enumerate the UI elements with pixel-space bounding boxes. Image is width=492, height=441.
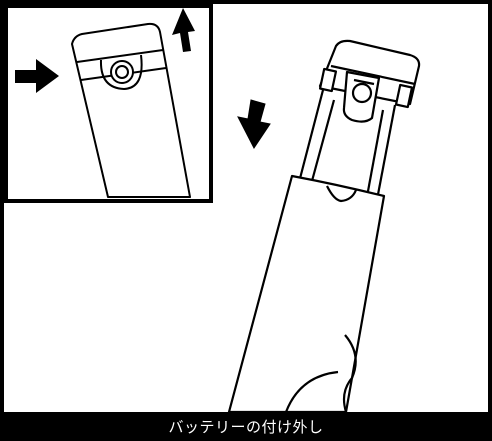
arrow-right-icon — [15, 59, 59, 93]
caption-bar: バッテリーの付け外し — [0, 412, 492, 441]
arrow-up-icon — [172, 8, 195, 52]
battery-cap — [318, 39, 421, 123]
caption-text: バッテリーの付け外し — [168, 418, 324, 436]
detail-inset — [4, 4, 213, 203]
arrow-down-icon — [237, 99, 271, 149]
phone-body — [227, 89, 397, 414]
